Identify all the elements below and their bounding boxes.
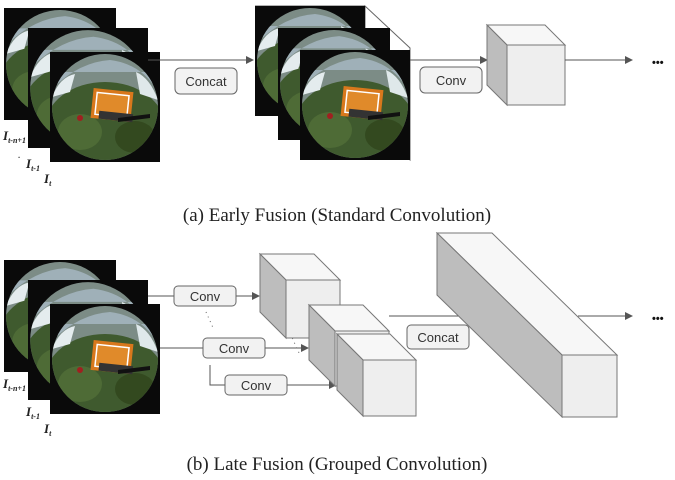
group-cube-3 xyxy=(335,332,418,418)
concat-box-b xyxy=(406,324,470,350)
conv-label-b-1: Conv xyxy=(190,289,221,304)
input-frame-3 xyxy=(45,52,165,172)
output-box-b xyxy=(435,231,619,419)
panel-a: It-n+1 · It-1 It Concat Conv ••• ( xyxy=(0,4,664,226)
ellipsis-b: ••• xyxy=(652,313,664,325)
frame-label-third: It xyxy=(43,171,52,188)
conv-box-b-1 xyxy=(173,285,237,307)
concat-label-a: Concat xyxy=(185,74,227,89)
concat-stack-a xyxy=(255,4,415,170)
frame-label-b-third: It xyxy=(43,421,52,438)
cube-front xyxy=(506,44,566,106)
conv-label-b-2: Conv xyxy=(219,341,250,356)
frame-labels-b: It-n+1 It-1 It xyxy=(2,376,52,438)
frame-label-second: It-1 xyxy=(25,156,40,173)
conv-label-a: Conv xyxy=(436,73,467,88)
output-cube-a xyxy=(485,23,567,107)
frame-labels-a: It-n+1 · It-1 It xyxy=(2,128,52,188)
conv-label-b-3: Conv xyxy=(241,378,272,393)
conv-box-a xyxy=(419,66,483,94)
panel-b: It-n+1 It-1 It Conv Conv Conv xyxy=(0,231,664,475)
ellipsis-a: ••• xyxy=(652,57,664,69)
svg-text:·: · xyxy=(18,153,20,162)
concat-box-a xyxy=(174,67,238,95)
conv-box-b-3 xyxy=(224,374,288,396)
frame-label-first: It-n+1 xyxy=(2,128,26,145)
frame-label-b-second: It-1 xyxy=(25,404,40,421)
caption-a: (a) Early Fusion (Standard Convolution) xyxy=(183,205,491,226)
branch-arrow-3 xyxy=(209,365,337,389)
input-frame-stack-b xyxy=(0,260,165,424)
input-frame-b-3 xyxy=(45,304,165,424)
concat-frame-3 xyxy=(295,50,415,170)
conv-box-b-2 xyxy=(202,337,266,359)
frame-label-b-first: It-n+1 xyxy=(2,376,26,393)
input-frame-stack-a xyxy=(0,8,165,172)
concat-label-b: Concat xyxy=(417,330,459,345)
caption-b: (b) Late Fusion (Grouped Convolution) xyxy=(187,454,488,475)
